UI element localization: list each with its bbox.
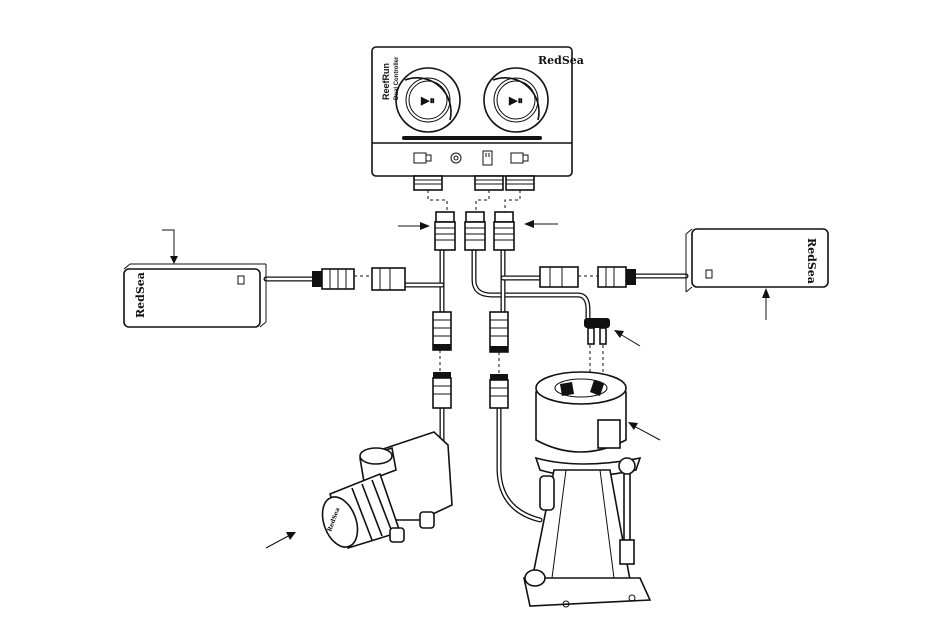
dual-controller: ▶⏸ ▶⏸ ReefRun Dual Controller RedSea xyxy=(372,47,584,190)
controller-port-left xyxy=(414,176,442,190)
controller-port-power xyxy=(475,176,503,190)
left-psu-connector-male xyxy=(312,269,354,289)
controller-plug-left xyxy=(435,212,455,250)
return-pump: RedSea xyxy=(316,432,452,552)
svg-text:▶⏸: ▶⏸ xyxy=(420,95,435,107)
controller-plug-right xyxy=(494,212,514,250)
right-pump-knob[interactable]: ▶⏸ xyxy=(484,68,548,132)
pump-cable-connector-upper xyxy=(433,312,451,350)
psu-right-brand-logo: RedSea xyxy=(805,238,818,284)
psu-left-brand-logo: RedSea xyxy=(134,272,147,318)
skimmer-pump-connector-lower xyxy=(490,374,508,408)
pump-cable-connector-lower xyxy=(433,372,451,408)
left-psu-connector-female xyxy=(372,268,405,290)
svg-text:▶⏸: ▶⏸ xyxy=(508,95,523,107)
right-psu-connector-female xyxy=(540,267,578,287)
power-supply-right: RedSea xyxy=(686,229,828,292)
product-subtitle: Dual Controller xyxy=(394,56,400,100)
controller-brand-logo: RedSea xyxy=(538,54,584,67)
protein-skimmer xyxy=(524,372,650,607)
right-psu-connector-male xyxy=(598,267,636,287)
product-name: ReefRun xyxy=(381,63,391,100)
power-supply-left: RedSea xyxy=(124,264,266,327)
skimmer-pump-connector-upper xyxy=(490,312,508,352)
left-pump-knob[interactable]: ▶⏸ xyxy=(396,68,460,132)
controller-plug-power xyxy=(465,212,485,250)
skimmer-power-plug xyxy=(584,318,610,344)
controller-port-right xyxy=(506,176,534,190)
